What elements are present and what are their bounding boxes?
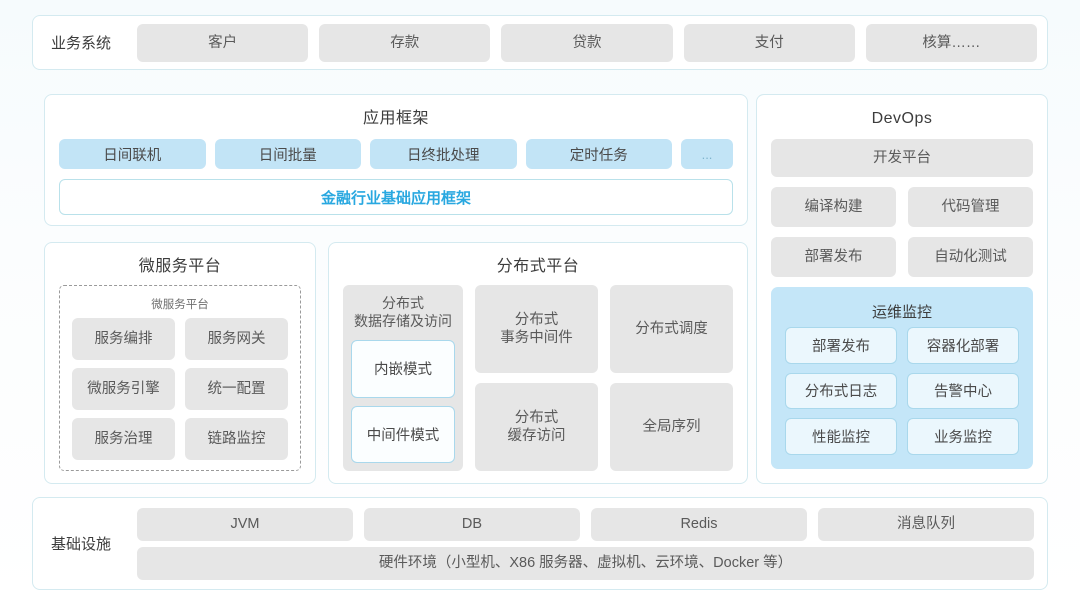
devops-section: DevOps 开发平台 编译构建 代码管理 部署发布 自动化测试 运维监控 部署… [756, 94, 1048, 484]
devops-tile-compile-build[interactable]: 编译构建 [771, 187, 896, 227]
devops-tiles: 编译构建 代码管理 部署发布 自动化测试 [771, 187, 1033, 277]
infrastructure-label: 基础设施 [51, 536, 112, 553]
devops-tile-code-management[interactable]: 代码管理 [908, 187, 1033, 227]
dist-tile-global-sequence[interactable]: 全局序列 [610, 383, 733, 471]
infra-tile-redis[interactable]: Redis [591, 508, 807, 541]
microservice-platform-section: 微服务平台 微服务平台 服务编排 服务网关 微服务引擎 统一配置 服务治理 链路… [44, 242, 316, 484]
ops-tile-performance-monitor[interactable]: 性能监控 [785, 418, 897, 455]
dist-mode-embedded[interactable]: 内嵌模式 [351, 340, 455, 398]
infrastructure-section: 基础设施 JVM DB Redis 消息队列 硬件环境（小型机、X86 服务器、… [32, 497, 1048, 590]
dist-mode-middleware[interactable]: 中间件模式 [351, 405, 455, 463]
ops-tile-alert-center[interactable]: 告警中心 [907, 372, 1019, 410]
distributed-platform-body: 分布式 数据存储及访问 内嵌模式 中间件模式 分布式 事务中间件 分布式调度 分… [343, 285, 733, 471]
ms-tile-service-gateway[interactable]: 服务网关 [185, 318, 288, 360]
ops-monitoring-tiles: 部署发布 容器化部署 分布式日志 告警中心 性能监控 业务监控 [785, 327, 1019, 455]
microservice-platform-tiles: 服务编排 服务网关 微服务引擎 统一配置 服务治理 链路监控 [72, 318, 288, 460]
infra-tile-hardware-environment[interactable]: 硬件环境（小型机、X86 服务器、虚拟机、云环境、Docker 等） [137, 547, 1034, 580]
business-system-tile-deposit[interactable]: 存款 [319, 24, 491, 62]
dist-tile-cache-access[interactable]: 分布式 缓存访问 [475, 383, 598, 471]
financial-base-framework-banner: 金融行业基础应用框架 [59, 179, 733, 215]
devops-tile-automated-test[interactable]: 自动化测试 [908, 237, 1033, 277]
application-framework-title: 应用框架 [362, 110, 429, 127]
distributed-platform-title: 分布式平台 [496, 258, 580, 275]
business-system-tile-payment[interactable]: 支付 [683, 24, 855, 62]
ms-tile-service-orchestration[interactable]: 服务编排 [72, 318, 175, 360]
distributed-storage-card[interactable]: 分布式 数据存储及访问 内嵌模式 中间件模式 [343, 285, 463, 471]
ms-tile-unified-config[interactable]: 统一配置 [185, 368, 288, 410]
ms-tile-trace-monitoring[interactable]: 链路监控 [185, 418, 288, 460]
app-framework-tag-more[interactable]: ... [681, 139, 733, 169]
infra-tile-jvm[interactable]: JVM [137, 508, 353, 541]
dist-tile-transaction-middleware[interactable]: 分布式 事务中间件 [475, 285, 598, 373]
devops-title: DevOps [871, 110, 933, 127]
ops-monitoring-panel: 运维监控 部署发布 容器化部署 分布式日志 告警中心 性能监控 业务监控 [771, 287, 1033, 469]
ops-tile-business-monitor[interactable]: 业务监控 [907, 418, 1019, 455]
devops-tile-deploy-release[interactable]: 部署发布 [771, 237, 896, 277]
ops-tile-distributed-logging[interactable]: 分布式日志 [785, 372, 897, 410]
ops-tile-container-deploy[interactable]: 容器化部署 [907, 327, 1019, 364]
microservice-platform-title: 微服务平台 [138, 258, 222, 275]
ms-tile-service-governance[interactable]: 服务治理 [72, 418, 175, 460]
business-systems-section: 业务系统 客户 存款 贷款 支付 核算…… [32, 15, 1048, 70]
application-framework-tags: 日间联机 日间批量 日终批处理 定时任务 ... [59, 139, 733, 169]
app-framework-tag-eod-batch[interactable]: 日终批处理 [370, 139, 517, 169]
ops-tile-deploy-release[interactable]: 部署发布 [785, 327, 897, 364]
infra-tile-db[interactable]: DB [364, 508, 580, 541]
distributed-platform-tiles: 分布式 事务中间件 分布式调度 分布式 缓存访问 全局序列 [475, 285, 733, 471]
business-systems-label: 业务系统 [51, 35, 112, 52]
app-framework-tag-daytime-batch[interactable]: 日间批量 [214, 139, 361, 169]
app-framework-tag-daytime-online[interactable]: 日间联机 [59, 139, 206, 169]
microservice-platform-inner-title: 微服务平台 [151, 299, 209, 311]
app-framework-tag-scheduled-task[interactable]: 定时任务 [525, 139, 672, 169]
distributed-storage-title: 分布式 数据存储及访问 [354, 295, 452, 329]
ops-monitoring-title: 运维监控 [871, 304, 932, 321]
distributed-platform-section: 分布式平台 分布式 数据存储及访问 内嵌模式 中间件模式 分布式 事务中间件 分… [328, 242, 748, 484]
business-system-tile-customer[interactable]: 客户 [137, 24, 309, 62]
infrastructure-tiles: JVM DB Redis 消息队列 [137, 508, 1034, 541]
business-systems-tiles: 客户 存款 贷款 支付 核算…… [137, 24, 1038, 62]
devops-tile-dev-platform[interactable]: 开发平台 [771, 139, 1033, 177]
business-system-tile-loan[interactable]: 贷款 [501, 24, 673, 62]
application-framework-section: 应用框架 日间联机 日间批量 日终批处理 定时任务 ... 金融行业基础应用框架 [44, 94, 748, 226]
ms-tile-microservice-engine[interactable]: 微服务引擎 [72, 368, 175, 410]
business-system-tile-accounting[interactable]: 核算…… [865, 24, 1038, 62]
infra-tile-message-queue[interactable]: 消息队列 [818, 508, 1034, 541]
dist-tile-scheduling[interactable]: 分布式调度 [610, 285, 733, 373]
microservice-platform-inner-box: 微服务平台 服务编排 服务网关 微服务引擎 统一配置 服务治理 链路监控 [59, 285, 301, 471]
